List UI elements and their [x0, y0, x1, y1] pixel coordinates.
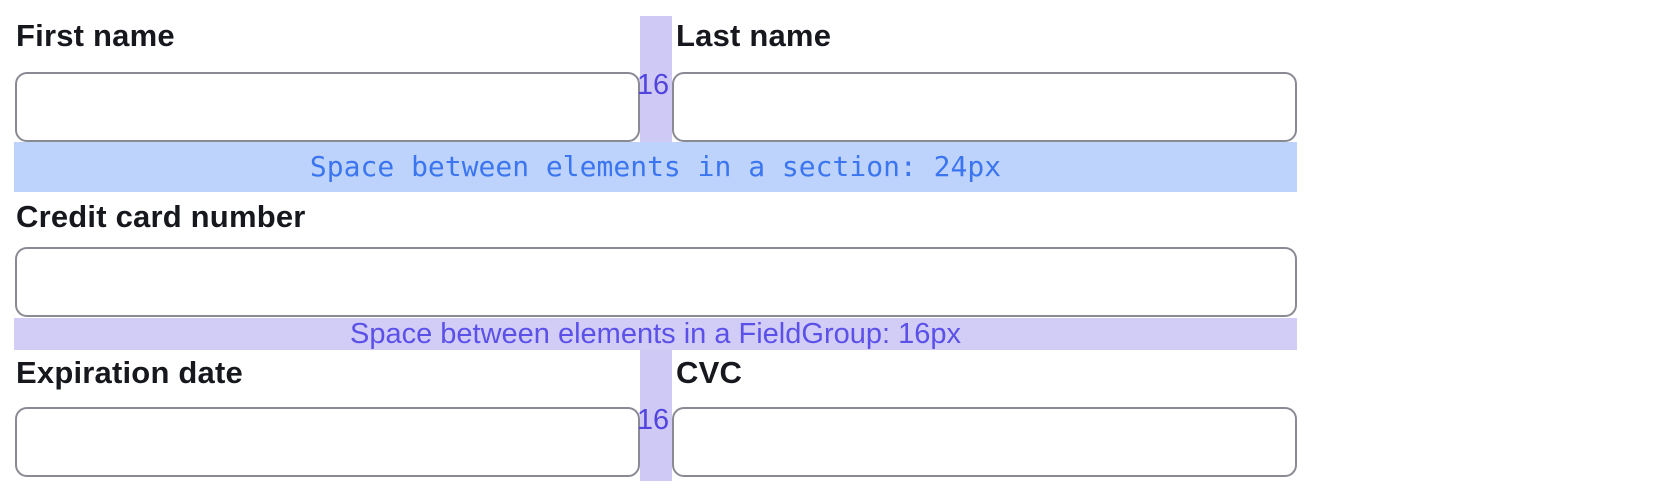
expiration-date-label: Expiration date [16, 355, 243, 390]
fieldgroup-spacing-banner: Space between elements in a FieldGroup: … [14, 318, 1297, 350]
first-name-input[interactable] [15, 72, 640, 142]
column-gap-value-top: 16 [636, 69, 670, 101]
credit-card-label: Credit card number [16, 199, 306, 234]
expiration-date-input[interactable] [15, 407, 640, 477]
first-name-label: First name [16, 18, 175, 53]
cvc-label: CVC [676, 355, 743, 390]
column-gap-value-bottom: 16 [636, 404, 670, 436]
cvc-input[interactable] [672, 407, 1297, 477]
section-spacing-banner: Space between elements in a section: 24p… [14, 142, 1297, 192]
credit-card-input[interactable] [15, 247, 1297, 317]
column-gap-highlight-bottom [640, 350, 672, 481]
last-name-input[interactable] [672, 72, 1297, 142]
column-gap-highlight-top [640, 16, 672, 142]
last-name-label: Last name [676, 18, 832, 53]
